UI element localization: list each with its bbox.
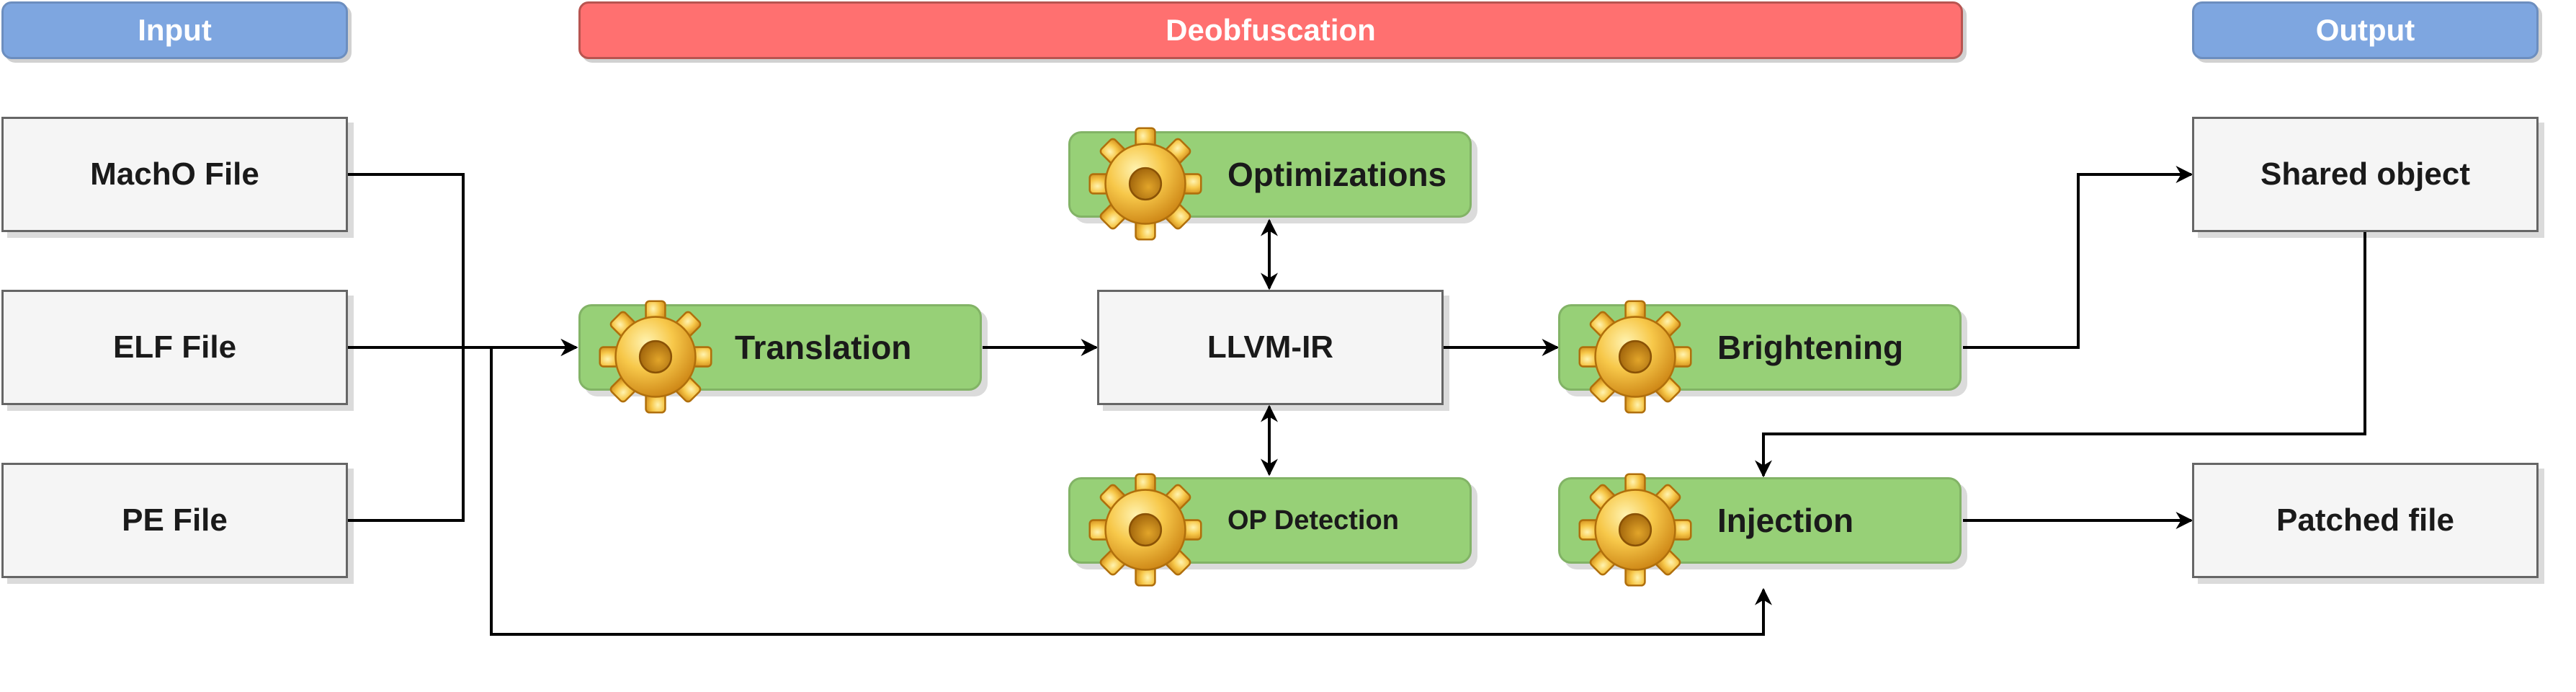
input-elf-file: ELF File [1, 290, 348, 405]
gear-icon [1085, 123, 1206, 244]
process-injection: Injection [1558, 477, 1962, 564]
process-op-detection: OP Detection [1068, 477, 1472, 564]
gear-icon [595, 296, 716, 417]
wire-input-to-injection [490, 347, 1772, 636]
header-input: Input [1, 1, 348, 59]
input-macho-file: MachO File [1, 117, 348, 232]
gear-icon [1575, 469, 1696, 590]
gear-icon [1085, 469, 1206, 590]
process-brightening: Brightening [1558, 304, 1962, 391]
process-translation: Translation [578, 304, 982, 391]
header-deobfuscation: Deobfuscation [578, 1, 1963, 59]
process-label: OP Detection [1227, 505, 1399, 536]
output-shared-object: Shared object [2192, 117, 2539, 232]
wire-shared-to-injection [1755, 232, 2366, 478]
process-label: Translation [735, 329, 912, 366]
llvm-ir-box: LLVM-IR [1097, 290, 1444, 405]
wire-macho-to-translation [348, 173, 578, 356]
output-patched-file: Patched file [2192, 463, 2539, 578]
wire-brightening-to-shared [1963, 166, 2193, 349]
wire-pe-to-translation [348, 347, 465, 522]
process-label: Brightening [1717, 329, 1904, 366]
process-optimizations: Optimizations [1068, 131, 1472, 218]
process-label: Optimizations [1227, 156, 1447, 193]
gear-icon [1575, 296, 1696, 417]
header-output: Output [2192, 1, 2539, 59]
input-pe-file: PE File [1, 463, 348, 578]
process-label: Injection [1717, 502, 1854, 539]
